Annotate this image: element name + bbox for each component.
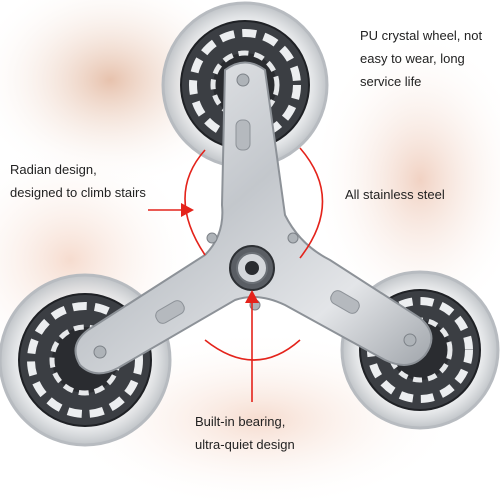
pu-line-3: service life	[360, 74, 422, 89]
radian-arrow-head	[181, 203, 194, 217]
bearing-arrow-head	[245, 290, 259, 303]
steel-curve-line	[299, 147, 324, 259]
bearing-line-1: Built-in bearing,	[195, 414, 286, 429]
bearing-label: Built-in bearing, ultra-quiet design	[195, 410, 295, 456]
baby-cheek	[310, 30, 500, 330]
pu-line-2: easy to wear, long	[360, 51, 465, 66]
radian-line-1: Radian design,	[10, 162, 97, 177]
bearing-line-2: ultra-quiet design	[195, 437, 295, 452]
callout-arrows	[148, 147, 324, 402]
stainless-steel-frame	[74, 61, 433, 375]
center-bearing	[229, 245, 275, 291]
stainless-steel-label: All stainless steel	[345, 183, 445, 206]
radian-line-2: designed to climb stairs	[10, 185, 146, 200]
pu-wheel-label: PU crystal wheel, not easy to wear, long…	[360, 24, 482, 93]
steel-line-1: All stainless steel	[345, 187, 445, 202]
pu-line-1: PU crystal wheel, not	[360, 28, 483, 43]
bearing-curve-line	[204, 339, 301, 361]
radian-curve-line	[184, 149, 206, 256]
radian-design-label: Radian design, designed to climb stairs	[10, 158, 146, 204]
